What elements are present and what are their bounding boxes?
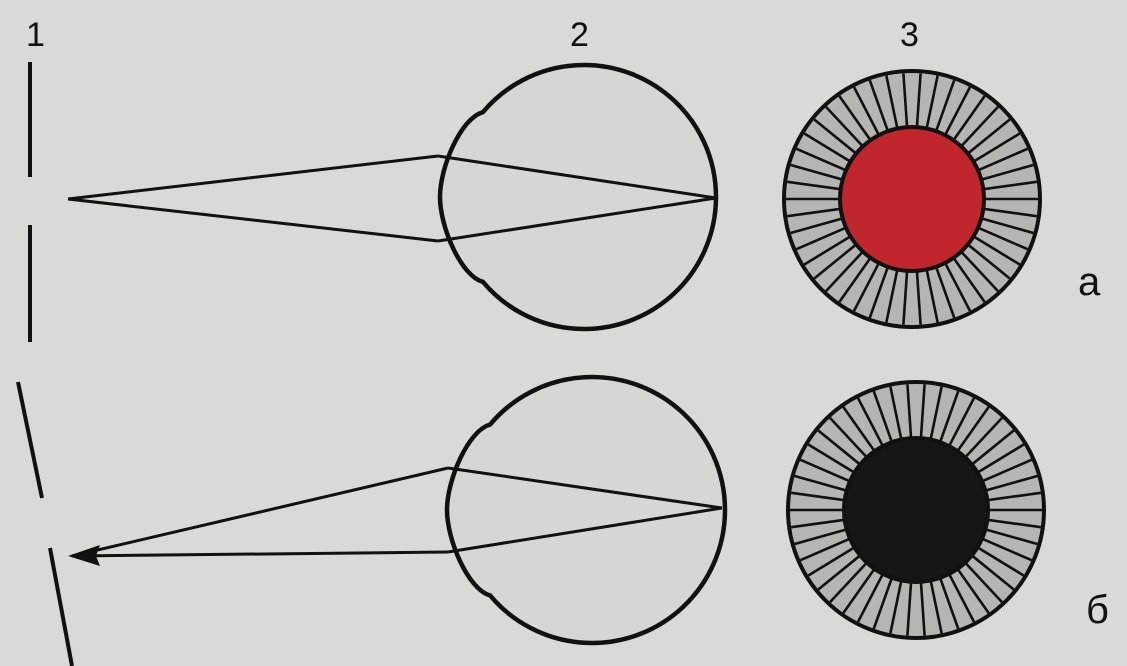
pupil-disk-top: [840, 127, 984, 271]
ray-bottom-upper-outer: [72, 468, 448, 556]
row-b-label: б: [1086, 590, 1109, 630]
mirror-tilted: [18, 382, 72, 666]
ray-arrowhead: [68, 545, 100, 566]
pupil-disk-bottom: [844, 438, 988, 582]
eye-top: [440, 65, 716, 329]
ray-top-upper-outer: [68, 156, 438, 199]
row-a-label: а: [1078, 262, 1100, 302]
pupil-view-red-reflex: [784, 71, 1040, 327]
eyeball-outline-bottom: [447, 377, 725, 643]
mirror-tilted-lower-segment: [50, 548, 72, 666]
pupil-label: 3: [900, 18, 919, 52]
mirror-label: 1: [26, 18, 45, 52]
ray-top-lower-outer: [68, 199, 438, 241]
pupil-view-dark: [788, 382, 1044, 638]
mirror-tilted-upper-segment: [18, 382, 42, 498]
eye-bottom: [447, 377, 725, 643]
eyeball-outline-top: [440, 65, 716, 329]
ray-bottom-lower-outer: [72, 552, 448, 556]
eye-label: 2: [570, 18, 589, 52]
